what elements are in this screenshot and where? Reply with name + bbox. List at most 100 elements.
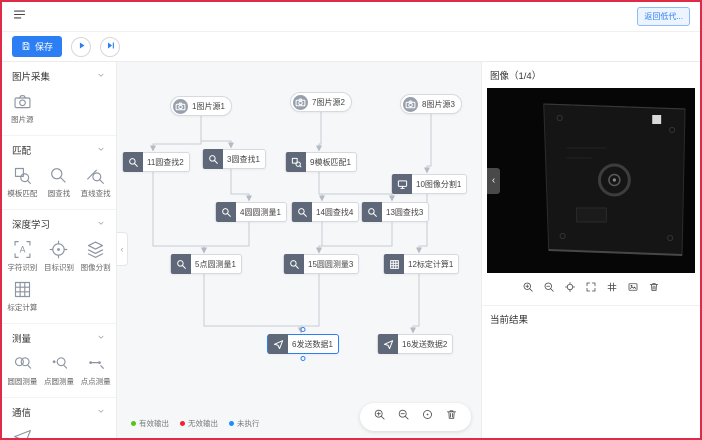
image-source-icon [12, 91, 33, 112]
flow-node-3[interactable]: 3圆查找1 [202, 149, 266, 169]
calibration-icon [12, 279, 33, 300]
fit-view-icon[interactable] [421, 408, 434, 426]
menu-icon[interactable] [12, 7, 27, 27]
sidebar-item-send-data[interactable]: 发送数据 [4, 424, 41, 438]
node-port-bottom[interactable] [300, 356, 306, 361]
flow-node-11[interactable]: 11圆查找2 [122, 152, 190, 172]
sidebar-item-line-find[interactable]: 直线查找 [77, 162, 114, 202]
zoom-in-icon[interactable] [373, 408, 386, 426]
current-result-title: 当前结果 [490, 315, 529, 326]
image-compare-icon[interactable] [627, 280, 639, 298]
source-icon [293, 94, 308, 110]
save-icon [21, 41, 31, 53]
save-button[interactable]: 保存 [12, 36, 63, 57]
sidebar-collapse-handle[interactable]: ‹ [117, 232, 128, 266]
run-once-button[interactable] [71, 36, 92, 57]
source-icon [173, 98, 188, 114]
segment-icon [392, 174, 412, 194]
image-viewer[interactable]: ‹ [487, 88, 695, 273]
sidebar-item-template-match[interactable]: 模板匹配 [4, 162, 41, 202]
section-title: 测量 [12, 334, 32, 345]
flow-node-16[interactable]: 16发送数据2 [377, 334, 454, 354]
ocr-icon: A [12, 239, 33, 260]
line-find-icon [85, 165, 106, 186]
zoom-out-icon[interactable] [543, 280, 555, 298]
status-dot [229, 421, 234, 426]
measure-circle-circle-icon [12, 353, 33, 374]
sidebar-section-items-3: 圆圆测量点圆测量点点测量 [2, 350, 116, 398]
chevron-down-icon [96, 332, 106, 345]
sidebar-section-items-1: 模板匹配圆查找直线查找 [2, 162, 116, 210]
status-dot [180, 421, 185, 426]
sidebar-item-measure-point-point[interactable]: 点点测量 [77, 350, 114, 390]
flow-node-5[interactable]: 5点圆测量1 [170, 254, 242, 274]
grid-icon[interactable] [606, 280, 618, 298]
image-panel-title: 图像（1/4） [490, 71, 542, 82]
template-match-icon [286, 152, 306, 172]
flow-node-6[interactable]: 6发送数据1 [267, 327, 339, 361]
fullscreen-icon[interactable] [585, 280, 597, 298]
flow-node-7[interactable]: 7图片源2 [290, 92, 352, 112]
flow-node-12[interactable]: 12标定计算1 [383, 254, 460, 274]
chevron-down-icon [96, 144, 106, 157]
section-title: 匹配 [12, 146, 32, 157]
flow-node-4[interactable]: 4圆圆测量1 [215, 202, 287, 222]
sidebar-section-header-2[interactable]: 深度学习 [2, 210, 116, 236]
sidebar-section-items-0: 图片源 [2, 88, 116, 136]
zoom-in-icon[interactable] [522, 280, 534, 298]
measure-point-point-icon [85, 353, 106, 374]
measure-point-circle-icon [48, 353, 69, 374]
circle-find-icon [123, 152, 143, 172]
section-title: 图片采集 [12, 72, 51, 83]
app-header: 返回低代... [2, 2, 700, 32]
flow-node-10[interactable]: 10图像分割1 [391, 174, 468, 194]
section-title: 通信 [12, 408, 32, 419]
flow-node-15[interactable]: 15圆圆测量3 [283, 254, 360, 274]
flow-edges [150, 112, 432, 334]
calibration-icon [384, 254, 404, 274]
sidebar-item-measure-point-circle[interactable]: 点圆测量 [41, 350, 78, 390]
locate-icon[interactable] [564, 280, 576, 298]
circle-find-icon [203, 149, 223, 169]
flow-node-9[interactable]: 9模板匹配1 [285, 152, 357, 172]
svg-text:A: A [19, 245, 25, 255]
delete-icon[interactable] [648, 280, 660, 298]
legend-item: 无效输出 [180, 418, 218, 429]
step-play-icon [105, 38, 116, 56]
flow-node-1[interactable]: 1图片源1 [170, 96, 232, 116]
measure-icon [284, 254, 304, 274]
sidebar-section-header-4[interactable]: 通信 [2, 398, 116, 424]
run-continuous-button[interactable] [100, 36, 121, 57]
flow-node-13[interactable]: 13圆查找3 [361, 202, 430, 222]
sidebar-section-header-0[interactable]: 图片采集 [2, 62, 116, 88]
sidebar-item-measure-circle-circle[interactable]: 圆圆测量 [4, 350, 41, 390]
sidebar-section-header-3[interactable]: 测量 [2, 324, 116, 350]
sidebar-item-image-source[interactable]: 图片源 [4, 88, 41, 128]
sidebar-item-segment[interactable]: 图像分割 [77, 236, 114, 276]
sidebar-section-header-1[interactable]: 匹配 [2, 136, 116, 162]
section-title: 深度学习 [12, 220, 51, 231]
preview-image [487, 88, 695, 273]
node-port-top[interactable] [300, 327, 306, 332]
chevron-down-icon [96, 218, 106, 231]
circle-find-icon [292, 202, 312, 222]
canvas-zoom-toolbar [360, 403, 471, 431]
send-icon [268, 334, 288, 354]
sidebar-item-calibration[interactable]: 标定计算 [4, 276, 41, 316]
sidebar-item-circle-find[interactable]: 圆查找 [41, 162, 78, 202]
delete-icon[interactable] [445, 408, 458, 426]
play-icon [76, 38, 87, 56]
measure-icon [171, 254, 191, 274]
image-tools [482, 273, 700, 306]
flow-node-8[interactable]: 8图片源3 [400, 94, 462, 114]
send-icon [378, 334, 398, 354]
flow-node-14[interactable]: 14圆查找4 [291, 202, 360, 222]
sidebar-item-target-detect[interactable]: 目标识别 [41, 236, 78, 276]
flow-canvas[interactable]: 1图片源1 7图片源2 8图片源3 11圆查找2 3圆查找1 9模板匹配1 10图像分割1 4… [117, 62, 481, 438]
prev-image-button[interactable]: ‹ [487, 167, 500, 194]
zoom-out-icon[interactable] [397, 408, 410, 426]
template-match-icon [12, 165, 33, 186]
back-to-lowcode-button[interactable]: 返回低代... [637, 7, 690, 26]
